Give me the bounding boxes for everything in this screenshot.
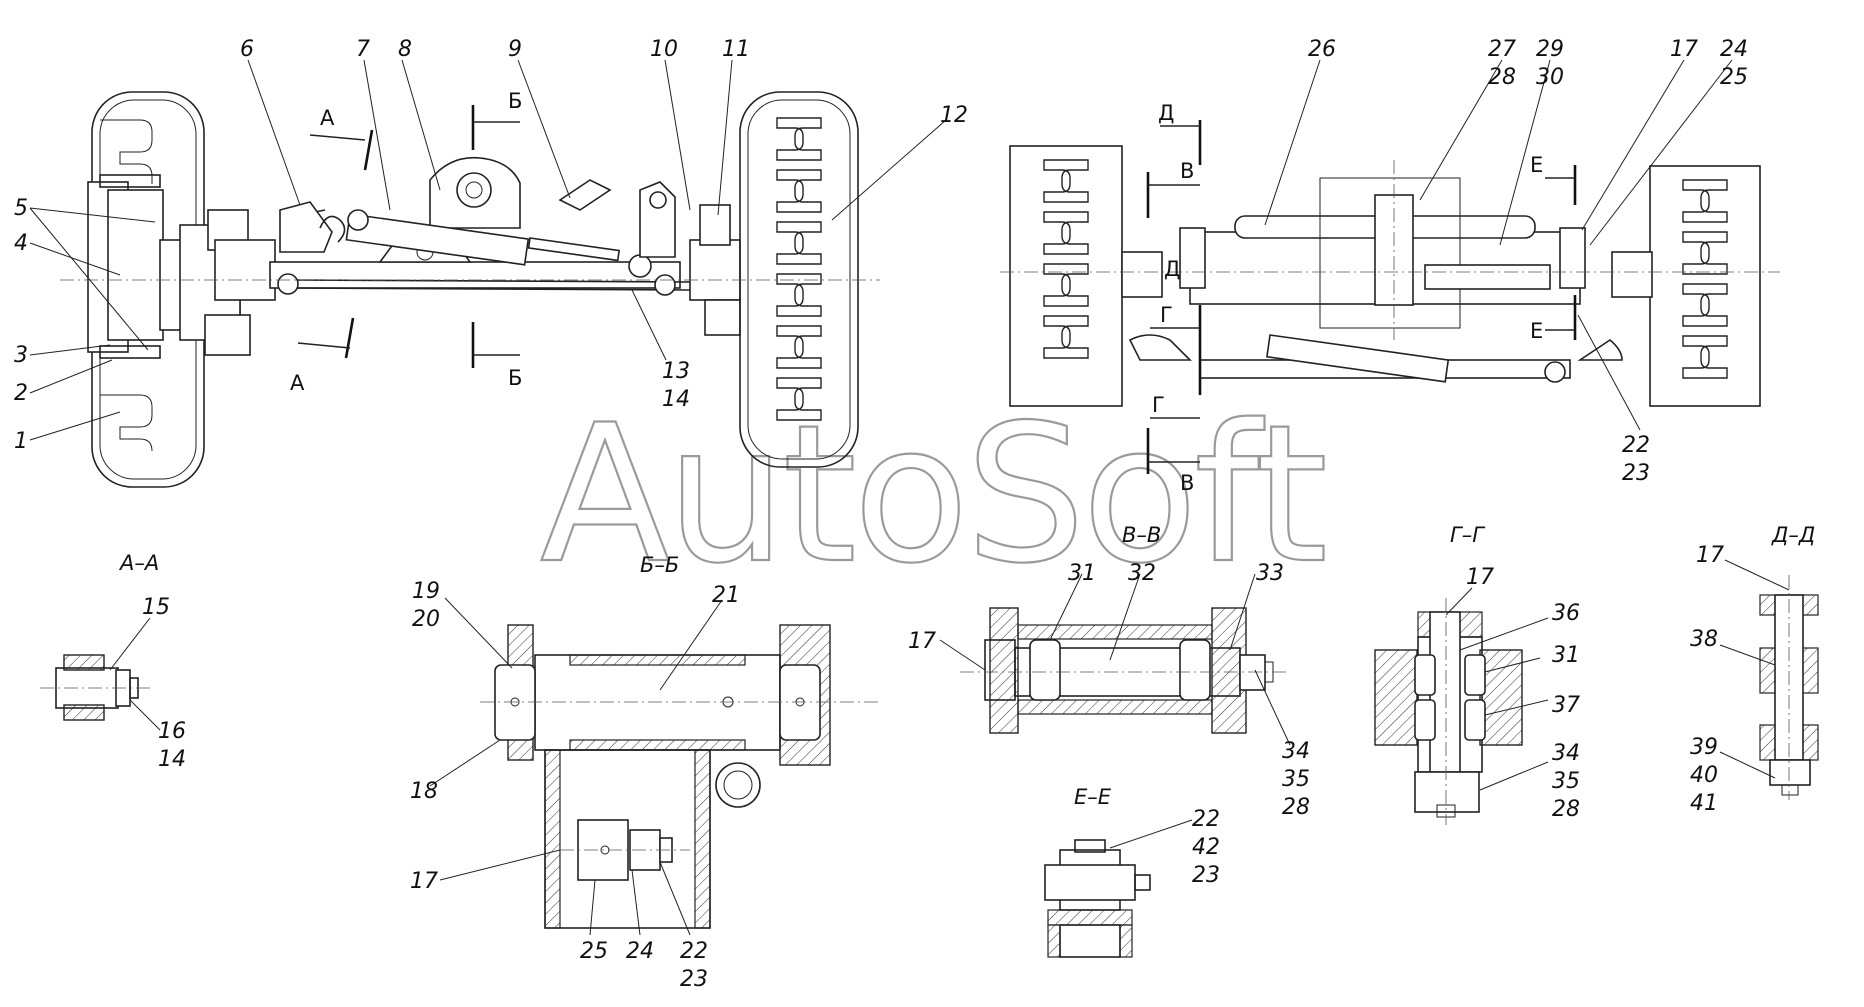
callout-42: 42 [1192,835,1220,860]
cut-letter-e-bottom: Е [1530,319,1543,343]
callout-32: 32 [1128,561,1156,586]
callout-7: 7 [356,37,370,62]
callout-34-gg: 34 [1552,741,1580,766]
callout-34-vv: 34 [1282,739,1310,764]
callout-14-aa: 14 [158,747,186,772]
callout-4: 4 [14,231,28,256]
callout-38: 38 [1690,627,1718,652]
section-title-dd: Д–Д [1771,523,1815,547]
callout-17-bb: 17 [410,869,438,894]
cut-letter-d-mid: Д [1164,257,1180,281]
callout-8: 8 [398,37,412,62]
callout-18: 18 [410,779,438,804]
right-wheel [739,91,859,468]
callout-28-top: 28 [1488,65,1516,90]
callout-10: 10 [650,37,678,62]
cut-letter-d-top: Д [1158,101,1174,125]
callout-14: 14 [662,387,690,412]
callout-17-gg: 17 [1466,565,1494,590]
callout-23-top: 23 [1622,461,1650,486]
callout-24-top: 24 [1720,37,1748,62]
callout-20: 20 [412,607,440,632]
callout-35-gg: 35 [1552,769,1580,794]
cut-marks-main [297,105,520,368]
section-title-ee: Е–Е [1074,785,1112,809]
callout-21: 21 [712,583,740,608]
section-gg-drawing [1374,587,1549,825]
callout-19: 19 [412,579,440,604]
callout-22-ee: 22 [1192,807,1220,832]
callout-15: 15 [142,595,170,620]
callout-2: 2 [14,381,28,406]
cut-letter-e-top: Е [1530,153,1543,177]
cut-letter-a-top: А [320,106,335,130]
callout-5: 5 [14,196,28,221]
callout-16: 16 [158,719,186,744]
callout-23-bb: 23 [680,967,708,992]
callout-1: 1 [14,429,28,454]
callout-3: 3 [14,343,28,368]
callout-13: 13 [662,359,690,384]
callout-33: 33 [1256,561,1284,586]
cut-letter-a-bottom: А [290,371,305,395]
callout-26: 26 [1308,37,1336,62]
cut-letter-g-top: Г [1160,303,1173,327]
section-title-gg: Г–Г [1450,523,1486,547]
cut-letter-v-top: В [1180,159,1194,183]
section-title-aa: А–А [118,551,159,575]
callout-17-dd: 17 [1696,543,1724,568]
callout-9: 9 [508,37,522,62]
section-vv-drawing [939,573,1291,746]
callout-39: 39 [1690,735,1718,760]
callout-28-vv: 28 [1282,795,1310,820]
callout-37: 37 [1552,693,1580,718]
callout-11: 11 [722,37,750,62]
section-ee-drawing [1044,819,1193,958]
section-aa-drawing [40,617,161,731]
callout-6: 6 [240,37,254,62]
watermark-text: AutoSoft [540,384,1324,605]
top-view-assembly [1000,120,1780,474]
callout-35-vv: 35 [1282,767,1310,792]
callout-22-bb: 22 [680,939,708,964]
cut-letter-g-bottom: Г [1152,393,1165,417]
callout-41: 41 [1690,791,1718,816]
left-wheel [87,91,205,488]
callout-40: 40 [1690,763,1718,788]
cut-letter-b-bottom: Б [508,366,522,390]
leader-lines-top [1264,59,1733,431]
cut-letter-b-top: Б [508,89,522,113]
callout-12: 12 [940,103,968,128]
leader-lines-main [29,59,947,441]
callout-29: 29 [1536,37,1564,62]
callout-31-vv: 31 [1068,561,1096,586]
section-title-vv: В–В [1122,523,1161,547]
callout-28-gg: 28 [1552,797,1580,822]
callout-24-bb: 24 [626,939,654,964]
callout-36: 36 [1552,601,1580,626]
callout-25-top: 25 [1720,65,1748,90]
cut-letter-v-bottom: В [1180,471,1194,495]
callout-30: 30 [1536,65,1564,90]
callout-25-bb: 25 [580,939,608,964]
section-dd-drawing [1719,559,1819,800]
callout-17-top: 17 [1670,37,1698,62]
callout-31-gg: 31 [1552,643,1580,668]
callout-22-top: 22 [1622,433,1650,458]
section-title-bb: Б–Б [640,553,679,577]
callout-23-ee: 23 [1192,863,1220,888]
section-bb-drawing [429,597,880,936]
callout-27: 27 [1488,37,1516,62]
main-view-assembly [60,91,880,488]
callout-17-vv: 17 [908,629,936,654]
